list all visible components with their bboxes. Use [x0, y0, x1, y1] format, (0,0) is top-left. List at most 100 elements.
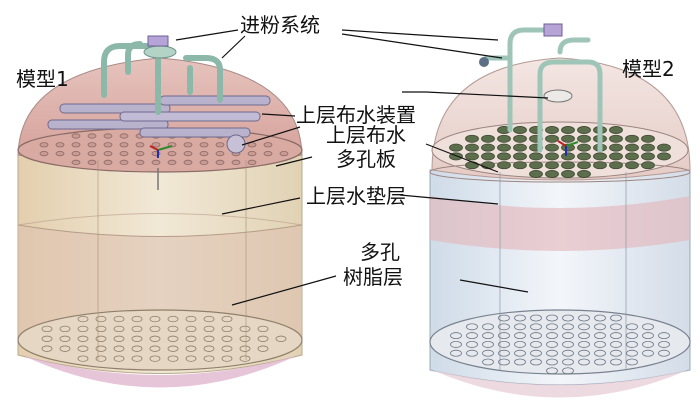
- model2-bottom-hole: [498, 314, 510, 322]
- model1-plate-hole: [55, 142, 65, 148]
- model2-plate-hole: [641, 134, 655, 143]
- model1-bottom-hole: [239, 345, 251, 352]
- model2-bottom-hole: [546, 323, 558, 331]
- model2-plate-hole: [577, 170, 591, 178]
- model1-plate-hole: [39, 151, 49, 157]
- model2-bottom-hole: [450, 340, 462, 348]
- model2-bottom-hole: [482, 349, 494, 357]
- model2-plate-hole: [545, 152, 559, 161]
- model2-plate-hole: [513, 161, 527, 170]
- model2-bottom-hole: [578, 340, 590, 348]
- model1-bottom-hole: [239, 355, 251, 362]
- model2-bottom-hole: [642, 323, 654, 331]
- model1-plate-hole: [215, 151, 225, 157]
- model2-plate-hole: [625, 152, 639, 161]
- model1-plate-hole: [71, 151, 81, 157]
- model2-bottom-hole: [594, 358, 606, 366]
- model1-tank: [17, 35, 303, 388]
- label-upper-plate-line2: 多孔板: [336, 147, 396, 171]
- model2-plate-hole: [625, 143, 639, 152]
- model1-bottom-hole: [167, 315, 179, 323]
- label-upper-distributor: 上层布水装置: [296, 103, 416, 127]
- model1-bottom-hole: [95, 345, 107, 352]
- model1-plate-hole: [247, 151, 257, 157]
- model2-plate-hole: [545, 170, 559, 178]
- leader-lines: [175, 29, 549, 306]
- model2-upper-plate: [431, 121, 689, 179]
- model2-bottom-hole: [498, 332, 510, 340]
- model2-plate-hole: [465, 161, 479, 170]
- model2-plate-hole: [609, 134, 623, 143]
- model1-bottom-hole: [77, 335, 89, 342]
- model2-bottom-hole: [530, 332, 542, 340]
- model1-plate-hole: [39, 142, 49, 148]
- model1-distributor: [47, 95, 271, 138]
- model1-plate-hole: [135, 159, 145, 165]
- model1-bottom-hole: [59, 325, 71, 333]
- model2-plate-hole: [561, 161, 575, 170]
- model1-plate-hole: [263, 142, 273, 148]
- model1-bottom-hole: [149, 335, 161, 342]
- model2-bottom-hole: [578, 349, 590, 357]
- model2-plate-hole: [593, 161, 607, 170]
- model1-plate-hole: [263, 151, 273, 157]
- model2-bottom-hole: [562, 332, 574, 340]
- model2-bottom-hole: [546, 349, 558, 357]
- model1-bottom-hole: [257, 345, 269, 352]
- model1-plate-hole: [247, 159, 257, 165]
- model2-plate-hole: [641, 152, 655, 161]
- model2-bottom-hole: [578, 314, 590, 322]
- model1-plate-hole: [167, 151, 177, 157]
- model1-bottom-hole: [77, 345, 89, 352]
- model2-plate-hole: [561, 134, 575, 143]
- model2-bottom-hole: [626, 349, 638, 357]
- model1-bottom-hole: [167, 345, 179, 352]
- model1-bottom-hole: [239, 325, 251, 333]
- model2-plate-hole: [481, 152, 495, 161]
- model2-bottom-hole: [450, 349, 462, 357]
- model2-plate-hole: [529, 152, 543, 161]
- model2-tank: [429, 23, 691, 398]
- model1-plate-hole: [151, 142, 161, 148]
- model1-plate-hole: [119, 142, 129, 148]
- model2-bottom-hole: [530, 323, 542, 331]
- model2-plate-hole: [609, 143, 623, 152]
- model1-bottom-hole: [41, 345, 53, 352]
- model2-bottom-hole: [450, 332, 462, 340]
- model1-plate-hole: [135, 151, 145, 157]
- model1-bottom-hole: [149, 355, 161, 362]
- model1-bottom-hole: [113, 355, 125, 362]
- model2-bottom-hole: [562, 314, 574, 322]
- model2-plate-hole: [513, 134, 527, 143]
- model1-bottom-hole: [77, 355, 89, 362]
- model2-plate-hole: [529, 161, 543, 170]
- model1-bottom-hole: [95, 335, 107, 342]
- model2-plate-hole: [465, 134, 479, 143]
- model2-bottom-hole: [466, 349, 478, 357]
- model2-bottom-hole: [626, 332, 638, 340]
- model2-bottom-hole: [530, 340, 542, 348]
- model2-bottom-hole: [498, 323, 510, 331]
- label-model1: 模型1: [16, 67, 69, 91]
- model2-bottom-hole: [514, 340, 526, 348]
- model1-bottom-hole: [221, 355, 233, 362]
- model1-plate-hole: [87, 133, 97, 139]
- model1-plate-hole: [215, 142, 225, 148]
- model1-bottom-hole: [167, 355, 179, 362]
- model2-bottom-hole: [514, 332, 526, 340]
- model2-bottom-hole: [546, 332, 558, 340]
- model1-plate-hole: [103, 151, 113, 157]
- model2-bottom-hole: [610, 358, 622, 366]
- model1-bottom-hole: [149, 315, 161, 323]
- model2-bottom-hole: [578, 358, 590, 366]
- model2-bottom-hole: [466, 340, 478, 348]
- model1-bottom-hole: [77, 315, 89, 323]
- model2-bottom-hole: [530, 314, 542, 322]
- model1-plate-hole: [71, 142, 81, 148]
- model1-bottom-hole: [185, 355, 197, 362]
- model1-plate-hole: [279, 151, 289, 157]
- model1-bottom-hole: [113, 325, 125, 333]
- model1-bottom-hole: [113, 345, 125, 352]
- model2-bottom-hole: [514, 358, 526, 366]
